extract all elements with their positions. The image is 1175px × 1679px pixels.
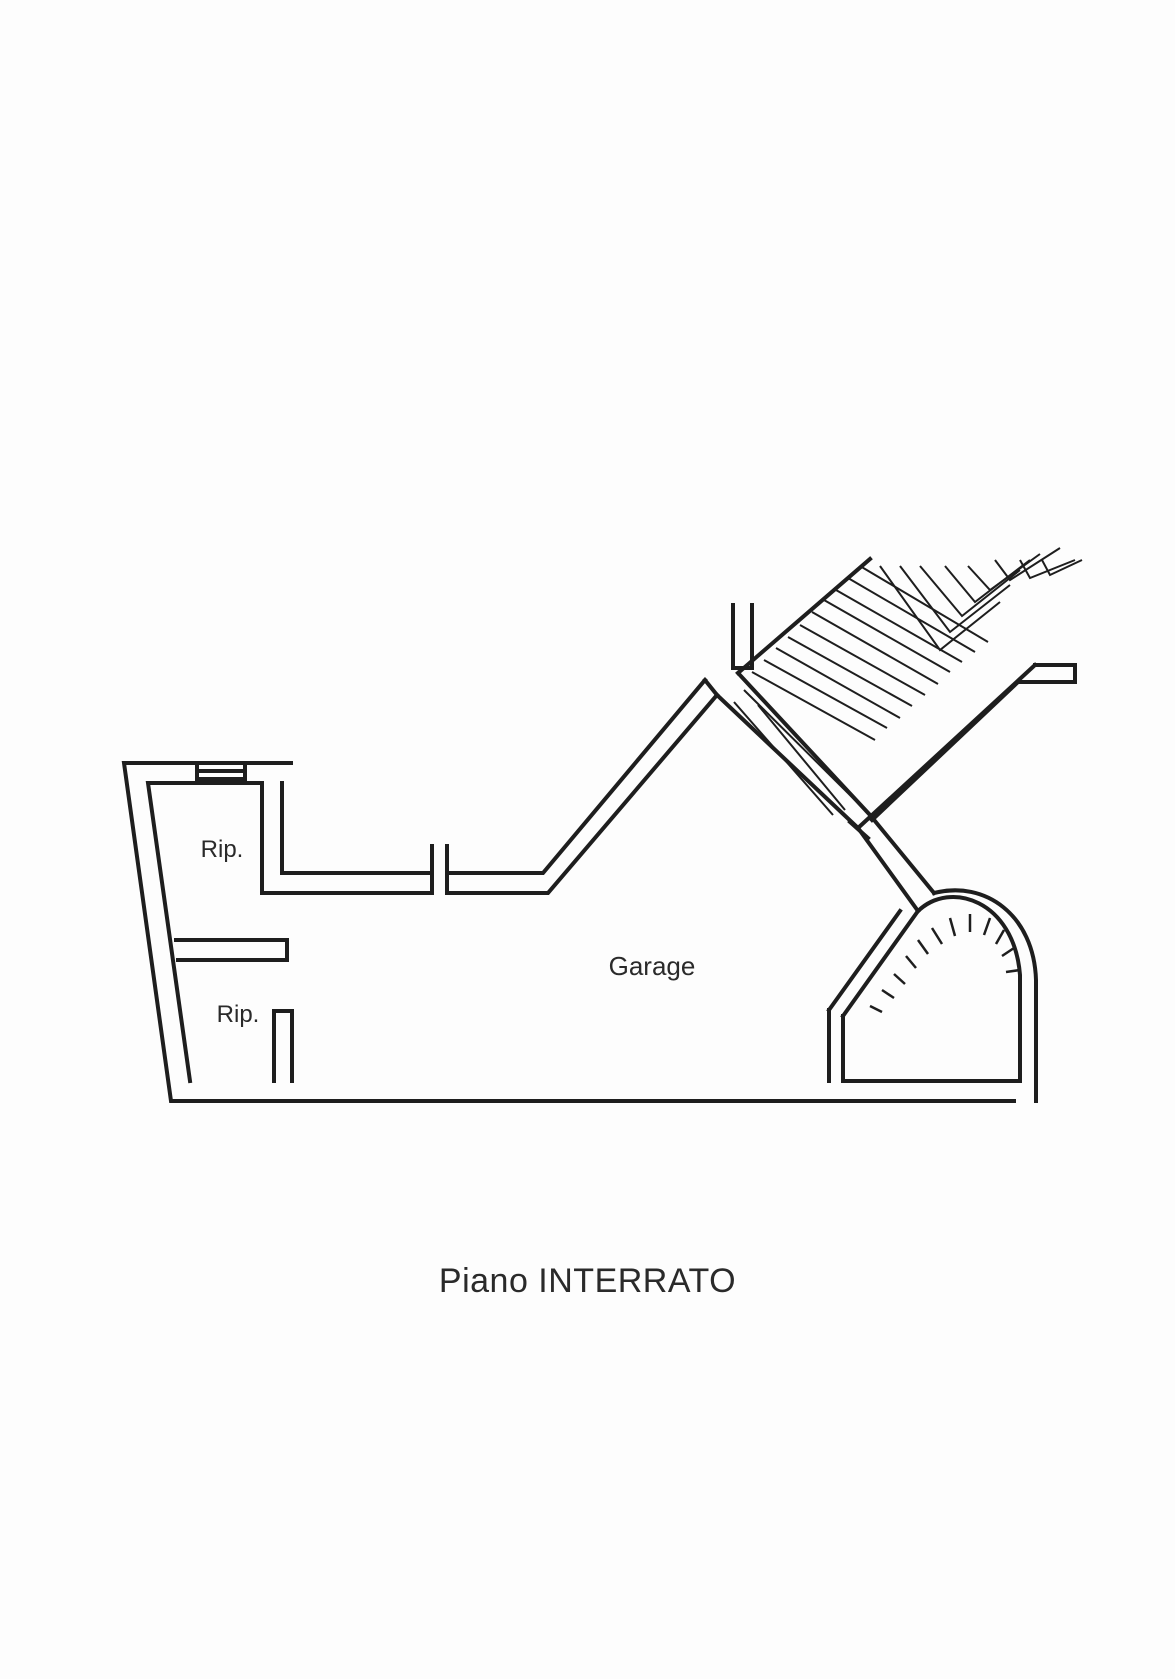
floor-title: Piano INTERRATO: [438, 1262, 737, 1300]
top-window: [195, 761, 247, 785]
room-label-storage-bottom: Rip.: [217, 1001, 260, 1028]
storage-walls: [174, 781, 294, 1083]
room-label-garage: Garage: [609, 951, 696, 981]
stair-treads: [733, 547, 1083, 816]
curved-stair-enclosure: [826, 888, 1038, 1103]
curved-stair-treads: [869, 914, 1021, 1014]
garage-north-wall: [260, 677, 720, 895]
stair-top-stub: [731, 603, 754, 670]
room-label-storage-top: Rip.: [201, 836, 244, 863]
stairwell-walls: [702, 556, 1077, 914]
